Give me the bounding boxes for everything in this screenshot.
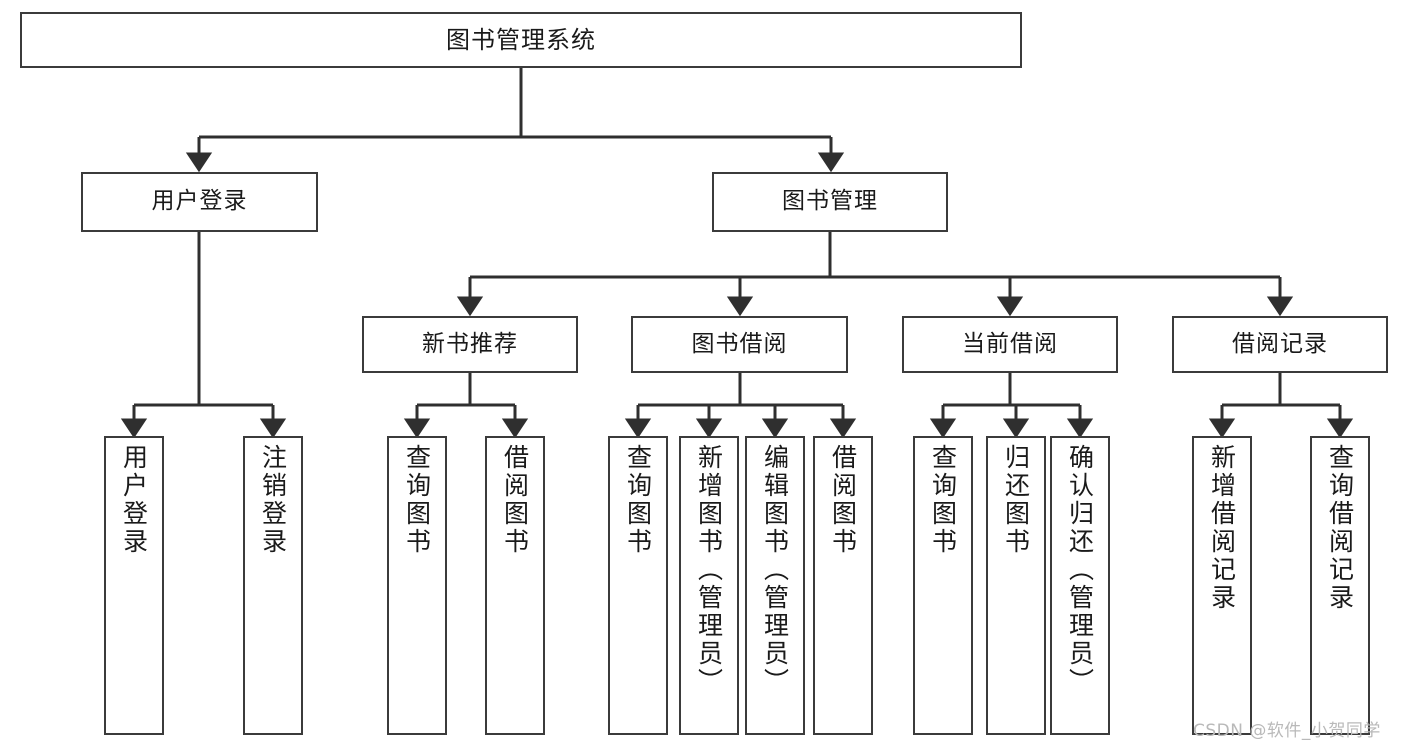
node-current-borrow-label: 当前借阅 [962, 330, 1058, 357]
leaf-borrow-book-label: 借阅图书 [828, 444, 858, 556]
leaf-return-book-label: 归还图书 [1001, 444, 1031, 556]
leaf-query-book-recommend[interactable]: 查询图书 [387, 436, 447, 735]
leaf-query-book-recommend-label: 查询图书 [402, 444, 432, 556]
leaf-logout-label: 注销登录 [258, 444, 288, 556]
node-borrow-record[interactable]: 借阅记录 [1172, 316, 1388, 373]
leaf-edit-book-admin[interactable]: 编辑图书（管理员） [745, 436, 805, 735]
node-new-book-recommend-label: 新书推荐 [422, 330, 518, 357]
node-user-login-label: 用户登录 [151, 188, 248, 215]
leaf-confirm-return-admin-label: 确认归还（管理员） [1065, 444, 1095, 696]
leaf-query-book-borrow-label: 查询图书 [623, 444, 653, 556]
leaf-add-borrow-record[interactable]: 新增借阅记录 [1192, 436, 1252, 735]
leaf-query-book-current[interactable]: 查询图书 [913, 436, 973, 735]
node-borrow-record-label: 借阅记录 [1232, 330, 1328, 357]
node-user-login[interactable]: 用户登录 [81, 172, 318, 232]
node-book-management-label: 图书管理 [782, 188, 878, 215]
leaf-query-borrow-record[interactable]: 查询借阅记录 [1310, 436, 1370, 735]
node-root[interactable]: 图书管理系统 [20, 12, 1022, 68]
node-book-management[interactable]: 图书管理 [712, 172, 948, 232]
leaf-query-borrow-record-label: 查询借阅记录 [1325, 444, 1355, 612]
leaf-borrow-book[interactable]: 借阅图书 [813, 436, 873, 735]
leaf-user-login-label: 用户登录 [119, 444, 149, 556]
leaf-add-book-admin-label: 新增图书（管理员） [694, 444, 724, 696]
leaf-query-book-borrow[interactable]: 查询图书 [608, 436, 668, 735]
leaf-edit-book-admin-label: 编辑图书（管理员） [760, 444, 790, 696]
watermark: CSDN @软件_小贺同学 [1193, 721, 1381, 741]
node-book-borrow-label: 图书借阅 [691, 330, 788, 357]
node-root-label: 图书管理系统 [446, 25, 596, 54]
leaf-logout[interactable]: 注销登录 [243, 436, 303, 735]
node-book-borrow[interactable]: 图书借阅 [631, 316, 848, 373]
leaf-borrow-book-recommend-label: 借阅图书 [500, 444, 530, 556]
node-new-book-recommend[interactable]: 新书推荐 [362, 316, 578, 373]
leaf-borrow-book-recommend[interactable]: 借阅图书 [485, 436, 545, 735]
leaf-confirm-return-admin[interactable]: 确认归还（管理员） [1050, 436, 1110, 735]
leaf-add-borrow-record-label: 新增借阅记录 [1207, 444, 1237, 612]
node-current-borrow[interactable]: 当前借阅 [902, 316, 1118, 373]
leaf-user-login[interactable]: 用户登录 [104, 436, 164, 735]
leaf-return-book[interactable]: 归还图书 [986, 436, 1046, 735]
leaf-query-book-current-label: 查询图书 [928, 444, 958, 556]
leaf-add-book-admin[interactable]: 新增图书（管理员） [679, 436, 739, 735]
